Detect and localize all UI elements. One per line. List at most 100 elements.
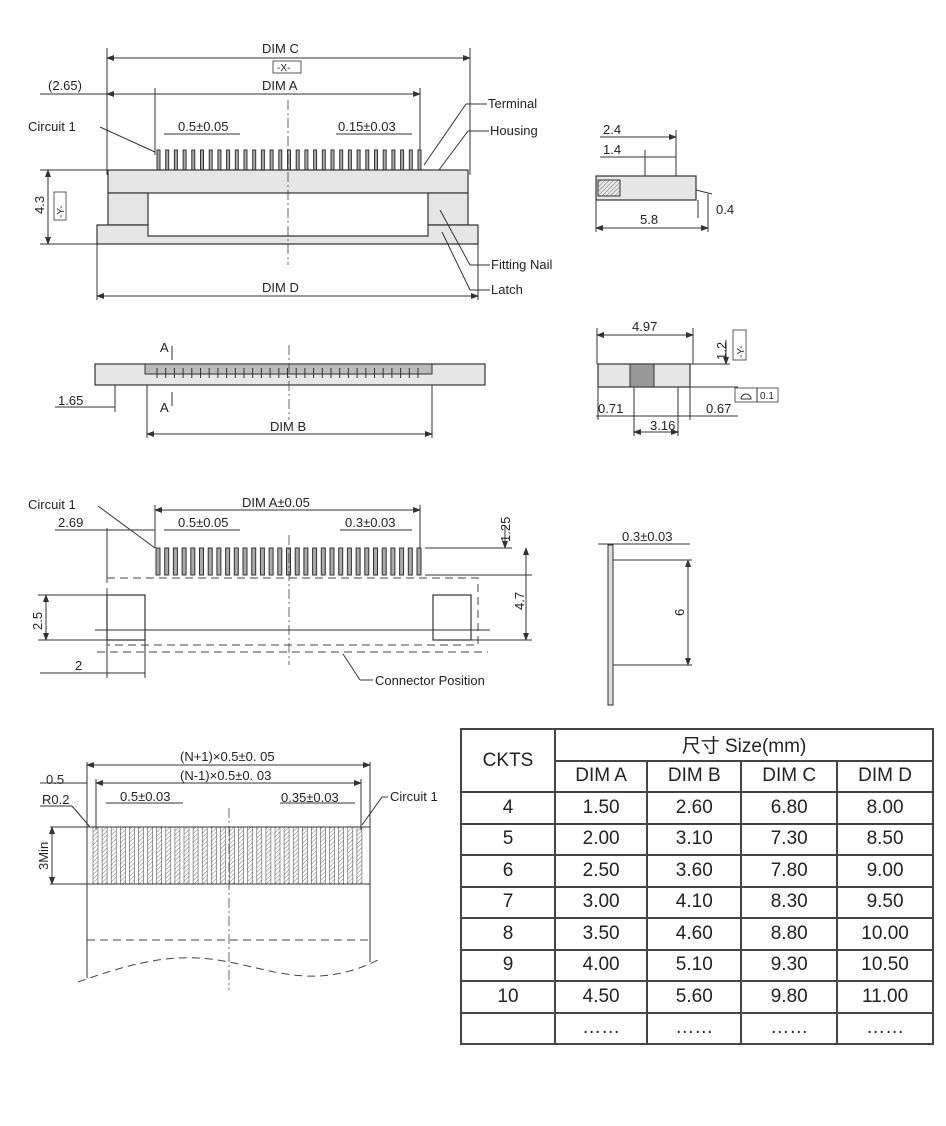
ckts-cell: 5 — [460, 822, 556, 856]
pcb-pad — [286, 547, 291, 576]
side-d3: 5.8 — [640, 212, 658, 227]
pcb-pad — [207, 547, 213, 576]
fpc-finger — [211, 826, 217, 885]
fpc-finger — [338, 826, 345, 885]
circuit1-label: Circuit 1 — [28, 119, 76, 134]
end-d2: 0.67 — [706, 401, 731, 416]
dim-cell: 5.10 — [646, 948, 743, 982]
fpc-radius: R0.2 — [42, 792, 69, 807]
terminal-pin — [278, 149, 283, 173]
size-table: CKTS 尺寸 Size(mm) DIM A DIM B DIM C DIM D… — [460, 728, 934, 1045]
dim-cell: …… — [553, 1011, 649, 1045]
pcb-pad — [346, 547, 352, 576]
dim-cell: 9.00 — [836, 854, 934, 888]
fpc-finger — [192, 826, 199, 885]
fpc-width: 0.35±0.03 — [281, 790, 339, 805]
fpc-finger — [356, 826, 363, 885]
ckts-cell: 8 — [460, 917, 556, 951]
terminal-pin — [208, 149, 213, 173]
datum-y-label: -Y- — [56, 206, 67, 218]
side-d1: 2.4 — [603, 122, 621, 137]
dim-cell: 2.50 — [553, 854, 649, 888]
size-header: 尺寸 Size(mm) — [554, 728, 934, 762]
fpc-finger — [201, 826, 208, 885]
dim-cell: …… — [740, 1011, 839, 1045]
terminal-label: Terminal — [488, 96, 537, 111]
terminal-pin — [347, 149, 352, 173]
pcb-layout: Circuit 1 DIM A±0.05 2.69 0.5±0.05 0.3±0… — [28, 495, 532, 688]
pcb-pad — [164, 547, 170, 576]
front-d-left: 1.65 — [58, 393, 83, 408]
dim-cell: 8.80 — [740, 917, 839, 951]
terminal-pin — [313, 149, 318, 173]
pcb-pad — [199, 547, 204, 576]
pcb-circuit1: Circuit 1 — [28, 497, 76, 512]
fpc-finger — [274, 826, 281, 885]
end-d1: 0.71 — [598, 401, 623, 416]
terminal-pin — [400, 149, 405, 173]
terminal-pin — [304, 149, 309, 173]
dim-cell: 3.60 — [646, 854, 743, 888]
end-flatness: 0.1 — [760, 391, 774, 402]
dim-cell: 1.50 — [553, 791, 649, 825]
fpc-finger — [311, 826, 317, 885]
terminal-pin — [356, 149, 361, 173]
fpc-finger — [320, 826, 326, 885]
fpc-side-view: 0.3±0.03 6 — [598, 529, 692, 706]
pcb-pad — [242, 547, 248, 576]
dim-cell: 8.00 — [836, 791, 934, 825]
terminal-pin — [260, 149, 265, 173]
dim-cell: 4.00 — [553, 948, 649, 982]
fpc-span: (N-1)×0.5±0. 03 — [180, 768, 271, 783]
dim-cell: 9.50 — [836, 885, 934, 919]
fpc-finger — [120, 826, 126, 885]
fpc-finger — [174, 826, 181, 885]
terminal-pin — [217, 149, 222, 173]
fpc-length: 6 — [672, 609, 687, 616]
fpc-overall: (N+1)×0.5±0. 05 — [180, 749, 275, 764]
fpc-finger — [347, 826, 354, 885]
terminal-pin — [191, 149, 196, 173]
terminal-pin — [408, 149, 413, 173]
end-view: 4.97 1.2 -Y- 0.1 0.71 0.67 3.16 — [596, 319, 779, 436]
end-width: 4.97 — [632, 319, 657, 334]
pcb-pad — [329, 547, 335, 576]
terminal-pin — [295, 149, 300, 173]
pcb-pad — [373, 547, 378, 576]
fpc-layout: (N+1)×0.5±0. 05 (N-1)×0.5±0. 03 0.5 R0.2… — [36, 749, 438, 990]
ckts-cell: 6 — [460, 854, 556, 888]
pcb-pad — [303, 547, 309, 576]
col-header: DIM D — [836, 759, 934, 793]
table-row: …………………… — [460, 1011, 934, 1045]
fpc-min-len: 3Min — [36, 842, 51, 870]
dim-cell: 5.60 — [646, 980, 743, 1014]
ckts-cell: 4 — [460, 791, 556, 825]
fpc-finger — [156, 826, 162, 885]
pcb-pad — [364, 547, 370, 576]
pcb-pad — [251, 547, 257, 576]
terminal-pin — [234, 149, 239, 173]
terminal-pin — [226, 149, 231, 173]
ckts-cell: 10 — [460, 980, 556, 1014]
dim-cell: 3.50 — [553, 917, 649, 951]
dim-cell: 8.30 — [740, 885, 839, 919]
col-header: DIM C — [740, 759, 839, 793]
terminal-pin — [156, 149, 161, 173]
housing-label: Housing — [490, 123, 538, 138]
side-d2: 1.4 — [603, 142, 621, 157]
pcb-pad — [268, 547, 274, 576]
fpc-thickness: 0.3±0.03 — [622, 529, 673, 544]
section-a-bottom: A — [160, 400, 169, 415]
fpc-finger — [283, 826, 290, 885]
fpc-finger — [292, 826, 299, 885]
dim-cell: 3.00 — [553, 885, 649, 919]
pcb-pad — [355, 547, 361, 576]
dim-cell: 7.80 — [740, 854, 839, 888]
front-view: A A 1.65 DIM B — [55, 340, 486, 438]
top-view: DIM C -X- (2.65) DIM A Circuit 1 0.5±0.0… — [28, 41, 553, 300]
